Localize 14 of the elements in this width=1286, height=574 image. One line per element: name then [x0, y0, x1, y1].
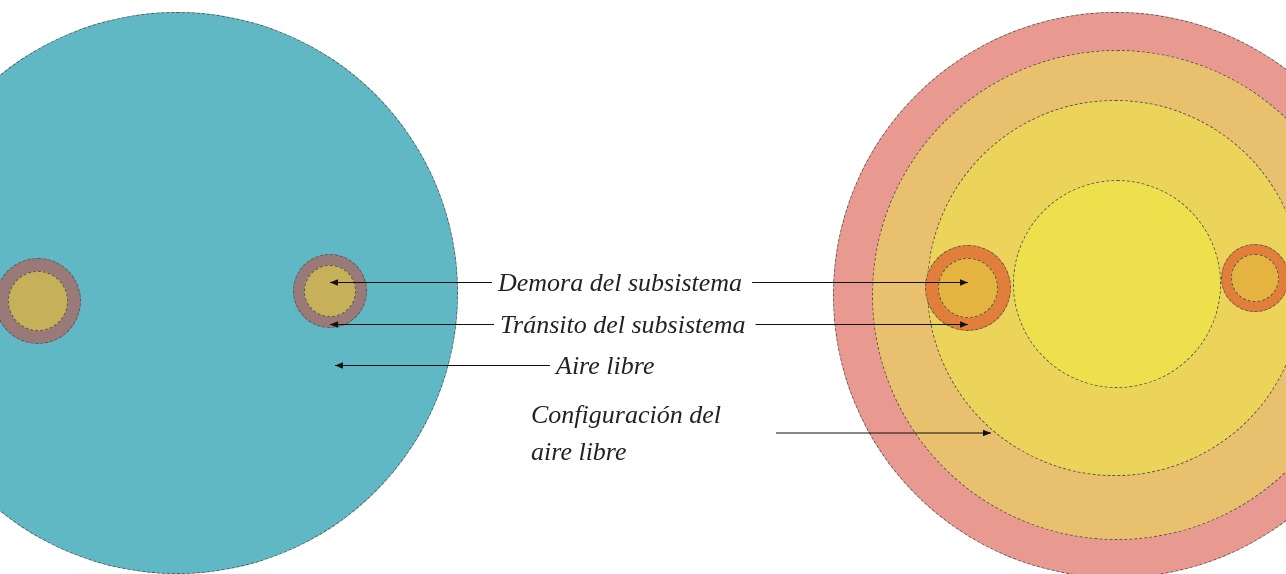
leader-line [329, 279, 493, 286]
leader-line [775, 429, 992, 437]
core-circle [8, 271, 68, 331]
leader-line [751, 279, 969, 286]
region-label: Aire libre [556, 347, 655, 384]
core-circle [938, 258, 998, 318]
region-label: Tránsito del subsistema [500, 306, 746, 343]
core-circle [304, 265, 356, 317]
leader-line [334, 362, 551, 369]
region-label: Configuración del aire libre [531, 396, 766, 470]
leader-line [755, 321, 969, 328]
core-circle [1231, 254, 1279, 302]
region-label: Demora del subsistema [498, 264, 743, 301]
leader-line [329, 321, 495, 328]
